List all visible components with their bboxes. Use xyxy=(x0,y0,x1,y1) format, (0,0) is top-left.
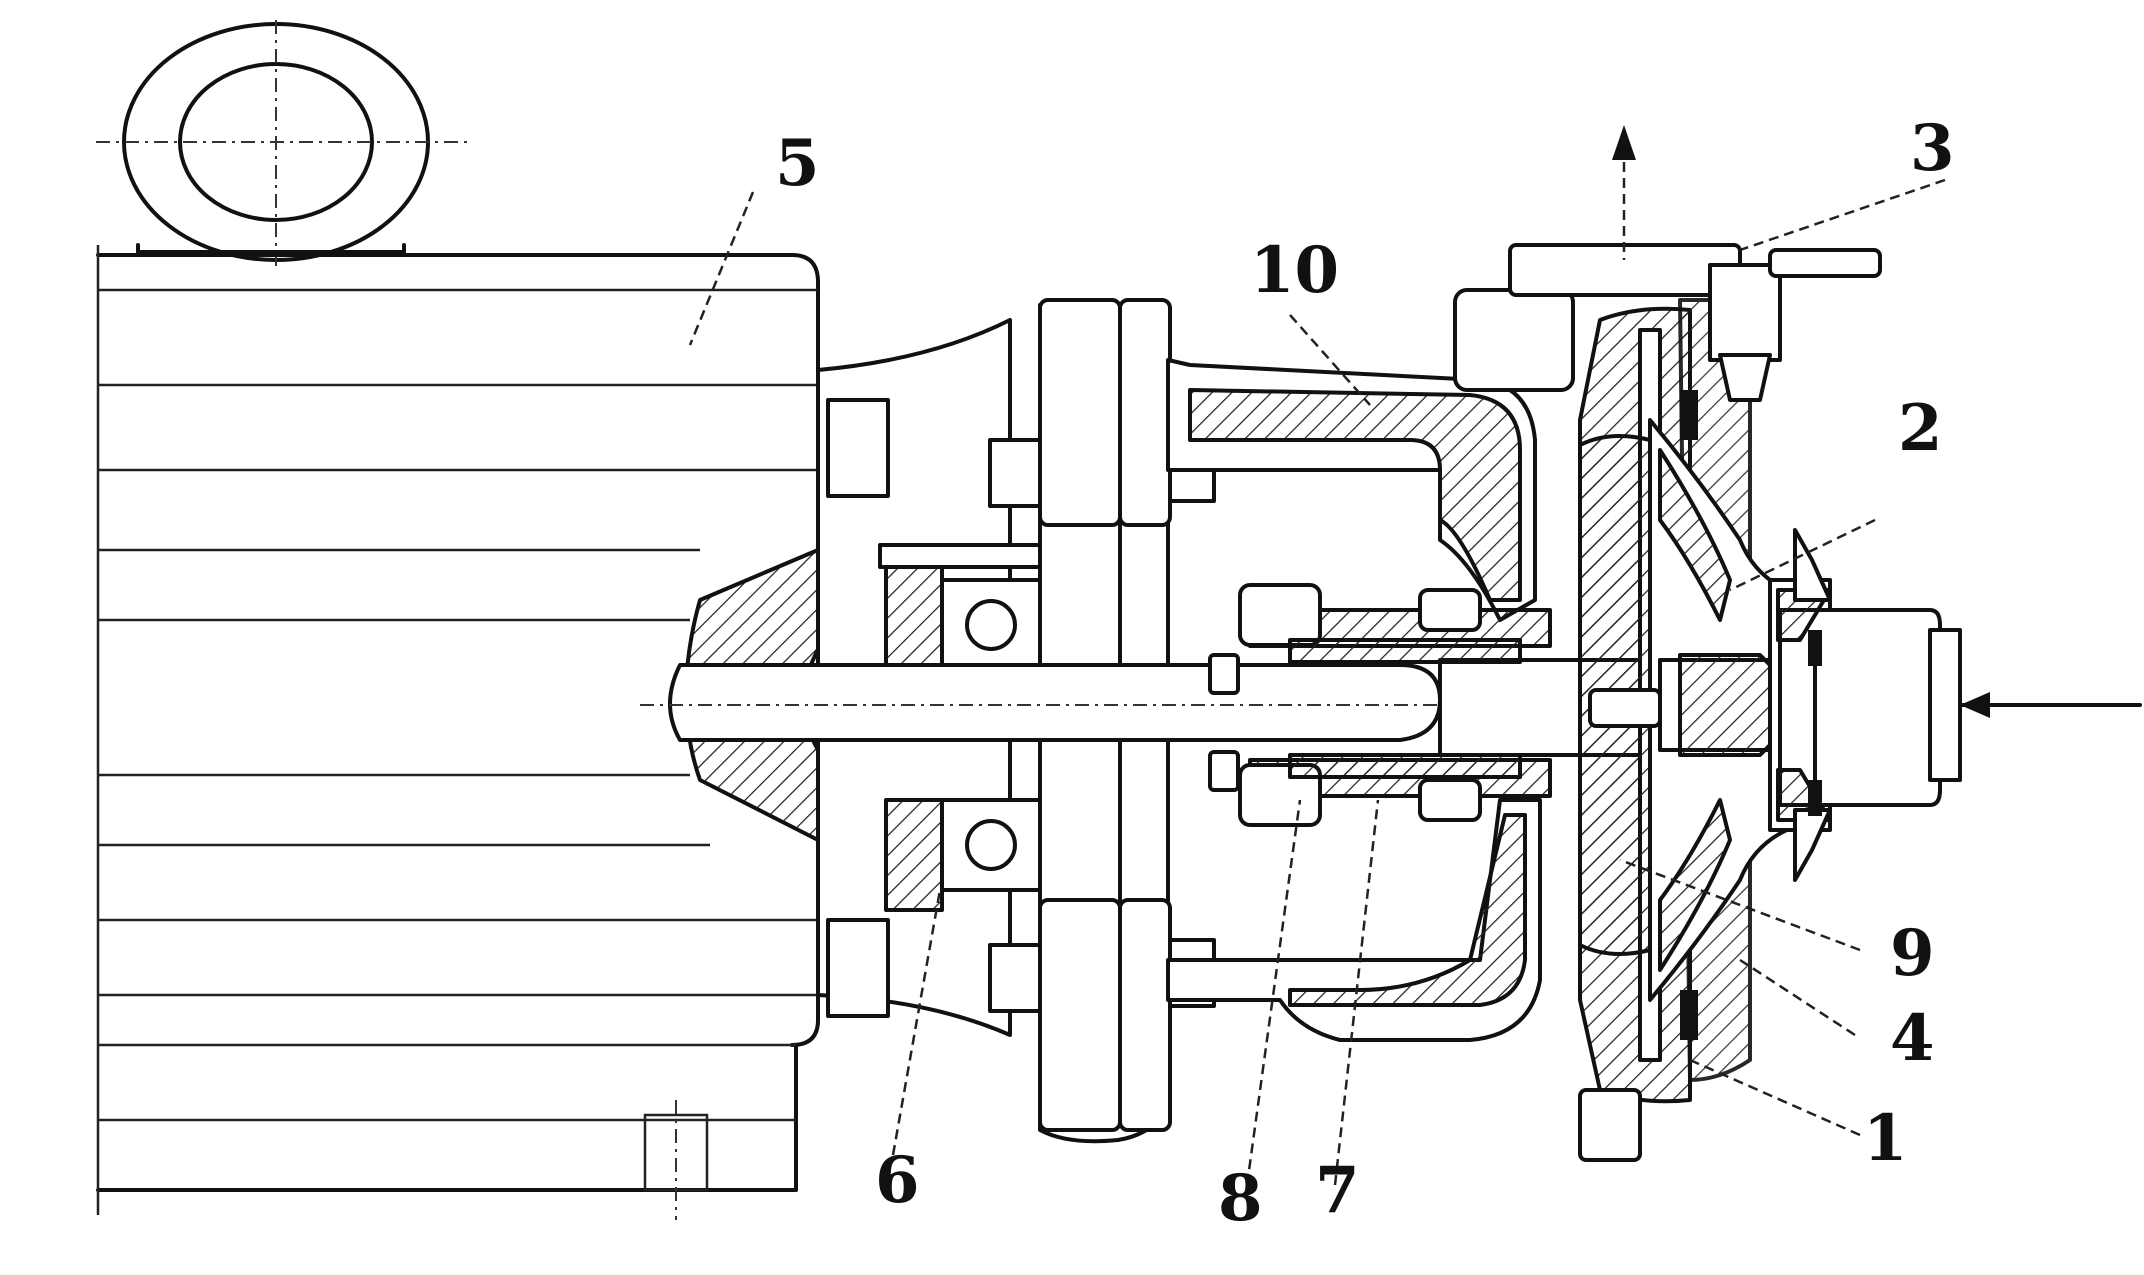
label-9: 9 xyxy=(1890,916,1935,991)
seal-assembly xyxy=(1208,583,1552,827)
label-8: 8 xyxy=(1218,1161,1263,1236)
motor xyxy=(96,20,820,1220)
label-10: 10 xyxy=(1250,233,1339,308)
label-2: 2 xyxy=(1898,391,1943,466)
label-5: 5 xyxy=(775,126,820,201)
label-6: 6 xyxy=(875,1143,920,1218)
leader-lines xyxy=(688,178,1946,1186)
label-1: 1 xyxy=(1863,1101,1908,1176)
suction-cover-4 xyxy=(1768,528,2142,882)
label-7: 7 xyxy=(1315,1153,1360,1228)
part-labels: 1 2 3 4 5 6 7 8 9 10 xyxy=(775,111,1955,1236)
label-3: 3 xyxy=(1910,111,1955,186)
pump-bracket-10 xyxy=(1166,243,1742,1042)
label-4: 4 xyxy=(1890,1001,1935,1076)
discharge-arrow xyxy=(1612,125,1636,260)
